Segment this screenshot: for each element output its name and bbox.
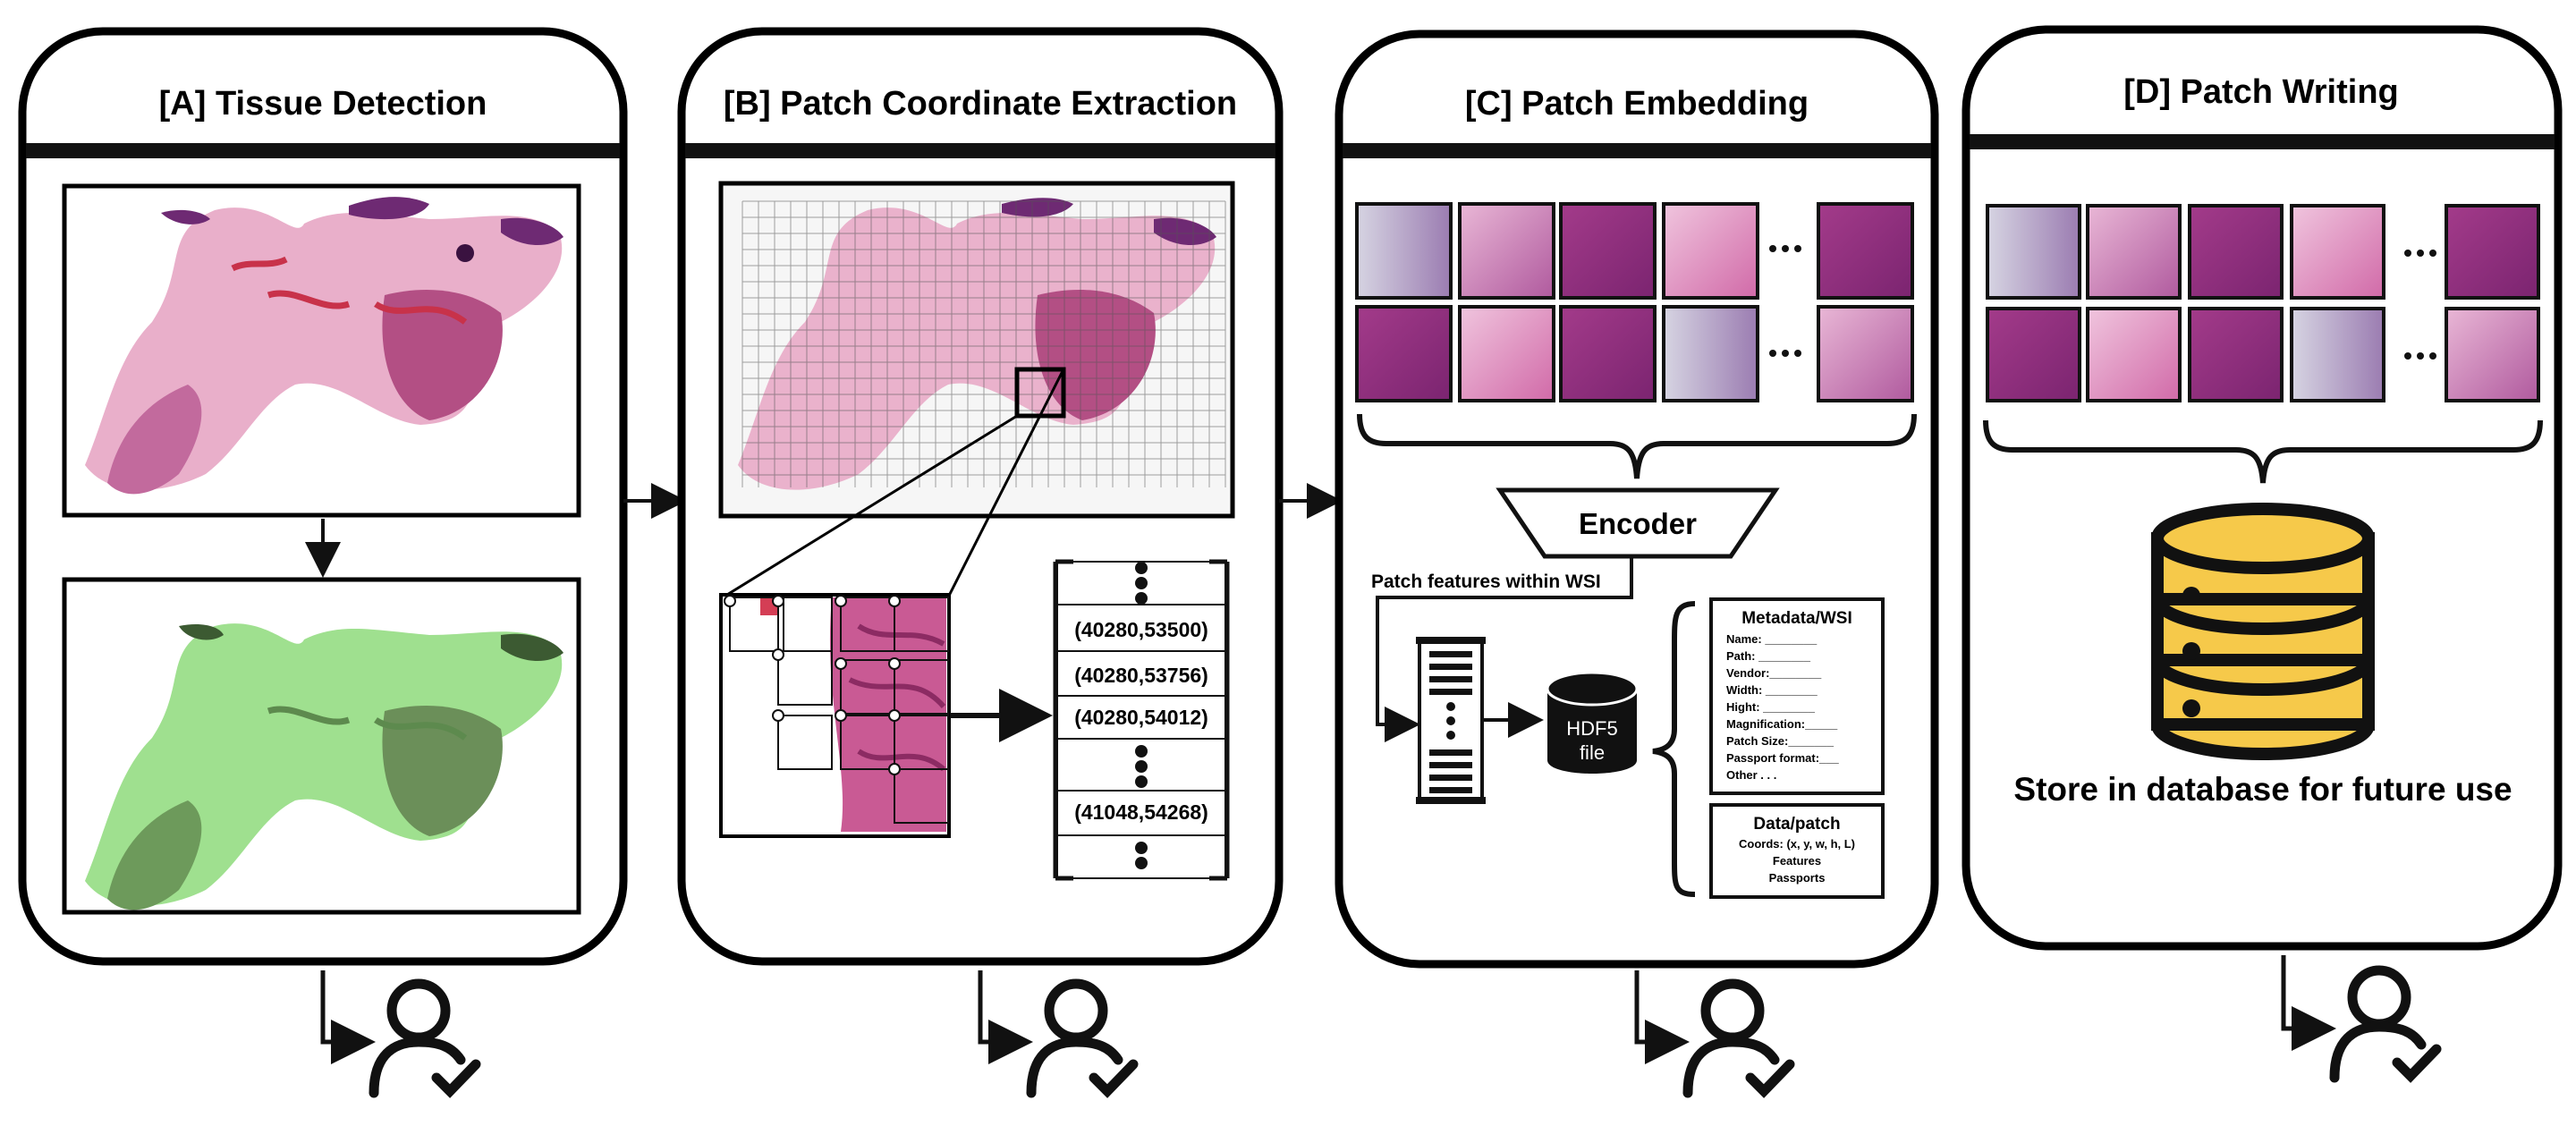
patch-thumbnail bbox=[2188, 307, 2284, 402]
tissue-mask bbox=[62, 577, 581, 915]
patch-thumbnail bbox=[1559, 305, 1657, 402]
features-label: Patch features within WSI bbox=[1371, 572, 1601, 592]
patch-thumbnail bbox=[1559, 202, 1657, 300]
panel-c-title: [C] Patch Embedding bbox=[1465, 85, 1809, 123]
wsi-thumbnail bbox=[62, 183, 581, 518]
meta-name: Name: ________ bbox=[1726, 632, 1818, 646]
ellipsis-dots-middle bbox=[1135, 745, 1148, 788]
meta-path: Path: ________ bbox=[1726, 649, 1811, 663]
datapatch-title: Data/patch bbox=[1753, 815, 1840, 834]
patch-grid bbox=[1986, 204, 2540, 402]
panel-a-title: [A] Tissue Detection bbox=[159, 85, 487, 123]
panel-b: [B] Patch Coordinate Extraction bbox=[677, 27, 1284, 1098]
panel-a: [A] Tissue Detection bbox=[18, 27, 628, 1098]
patch-thumbnail bbox=[1355, 202, 1453, 300]
datapatch-passports: Passports bbox=[1769, 871, 1826, 885]
coord-2: (40280,53756) bbox=[1074, 664, 1208, 687]
patch-thumbnail bbox=[2188, 204, 2284, 300]
hdf5-label-1: HDF5 bbox=[1566, 717, 1617, 740]
coord-1: (40280,53500) bbox=[1074, 618, 1208, 641]
panel-d: [D] Patch Writing Store in database for … bbox=[1962, 25, 2563, 1083]
feature-vector bbox=[1416, 637, 1486, 804]
patch-thumbnail bbox=[2445, 204, 2540, 300]
metadata-box: Metadata/WSI Name: ________ Path: ______… bbox=[1709, 597, 1885, 795]
patch-thumbnail bbox=[2086, 307, 2182, 402]
metadata-title: Metadata/WSI bbox=[1741, 609, 1852, 628]
patch-thumbnail bbox=[1662, 305, 1759, 402]
meta-magnification: Magnification:_____ bbox=[1726, 717, 1838, 731]
patch-thumbnail bbox=[1817, 305, 1914, 402]
user-check-icon bbox=[369, 978, 481, 1098]
patch-thumbnail bbox=[1817, 202, 1914, 300]
patch-thumbnail bbox=[2290, 307, 2385, 402]
ellipsis-dots-top bbox=[1135, 562, 1148, 605]
panel-d-title: [D] Patch Writing bbox=[2123, 73, 2399, 111]
user-check-icon bbox=[1682, 978, 1795, 1098]
encoder-block: Encoder bbox=[1496, 487, 1780, 559]
datapatch-features: Features bbox=[1773, 854, 1821, 868]
panel-c: [C] Patch Embedding Encoder Patch featur… bbox=[1335, 30, 1939, 1098]
store-label: Store in database for future use bbox=[2013, 771, 2512, 808]
patch-thumbnail bbox=[1458, 305, 1555, 402]
database-icon bbox=[2151, 503, 2375, 760]
patch-grid bbox=[1355, 202, 1914, 402]
meta-other: Other . . . bbox=[1726, 768, 1776, 782]
meta-width: Width: ________ bbox=[1726, 683, 1818, 697]
panel-b-title: [B] Patch Coordinate Extraction bbox=[724, 85, 1237, 123]
coordinate-list: (40280,53500) (40280,53756) (40280,54012… bbox=[1053, 559, 1230, 881]
encoder-label: Encoder bbox=[1579, 507, 1697, 540]
meta-patch-size: Patch Size:_______ bbox=[1726, 734, 1835, 748]
patch-thumbnail bbox=[1355, 305, 1453, 402]
meta-passport-format: Passport format:___ bbox=[1726, 751, 1839, 765]
patch-thumbnail bbox=[2290, 204, 2385, 300]
gridded-wsi bbox=[718, 181, 1235, 599]
datapatch-coords: Coords: (x, y, w, h, L) bbox=[1739, 837, 1855, 851]
datapatch-box: Data/patch Coords: (x, y, w, h, L) Featu… bbox=[1709, 803, 1885, 899]
user-check-icon bbox=[1026, 978, 1139, 1098]
patch-thumbnail bbox=[2086, 204, 2182, 300]
patch-zoom bbox=[719, 593, 951, 838]
coord-4: (41048,54268) bbox=[1074, 800, 1208, 824]
ellipsis-dots-bottom bbox=[1135, 842, 1148, 869]
ellipsis-dots bbox=[2404, 250, 2436, 360]
patch-thumbnail bbox=[1662, 202, 1759, 300]
patch-thumbnail bbox=[1986, 307, 2081, 402]
hdf5-file-icon: HDF5 file bbox=[1546, 671, 1639, 774]
hdf5-label-2: file bbox=[1580, 741, 1605, 764]
patch-thumbnail bbox=[1458, 202, 1555, 300]
ellipsis-dots bbox=[1769, 245, 1801, 357]
coord-3: (40280,54012) bbox=[1074, 706, 1208, 729]
patch-thumbnail bbox=[2445, 307, 2540, 402]
user-check-icon bbox=[2329, 965, 2442, 1083]
meta-hight: Hight: ________ bbox=[1726, 700, 1816, 714]
patch-thumbnail bbox=[1986, 204, 2081, 300]
meta-vendor: Vendor:________ bbox=[1726, 666, 1822, 680]
